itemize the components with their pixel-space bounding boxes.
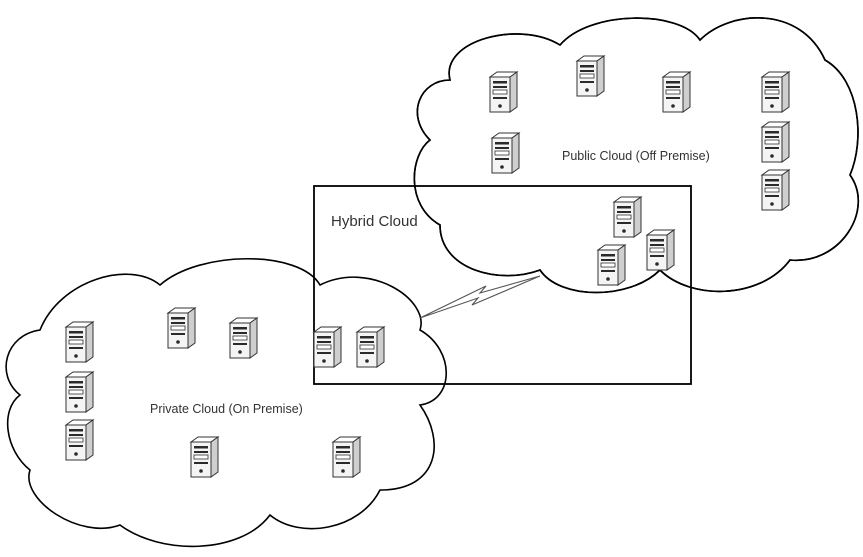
server-icon bbox=[491, 132, 520, 174]
server-icon bbox=[597, 244, 626, 286]
server-icon bbox=[613, 196, 642, 238]
server-icon bbox=[356, 326, 385, 368]
server-icon bbox=[229, 317, 258, 359]
server-icon bbox=[761, 121, 790, 163]
server-icon bbox=[65, 419, 94, 461]
server-icon bbox=[489, 71, 518, 113]
server-icon bbox=[662, 71, 691, 113]
server-icon bbox=[313, 326, 342, 368]
public-cloud-label: Public Cloud (Off Premise) bbox=[562, 149, 710, 163]
server-icon bbox=[646, 229, 675, 271]
hybrid-cloud-box bbox=[313, 185, 692, 385]
server-icon bbox=[761, 169, 790, 211]
server-icon bbox=[190, 436, 219, 478]
server-icon bbox=[65, 321, 94, 363]
server-icon bbox=[65, 371, 94, 413]
server-icon bbox=[576, 55, 605, 97]
server-icon bbox=[167, 307, 196, 349]
hybrid-cloud-label: Hybrid Cloud bbox=[331, 213, 418, 230]
lightning-link-icon bbox=[419, 275, 541, 319]
server-icon bbox=[761, 71, 790, 113]
private-cloud-label: Private Cloud (On Premise) bbox=[150, 402, 303, 416]
server-icon bbox=[332, 436, 361, 478]
